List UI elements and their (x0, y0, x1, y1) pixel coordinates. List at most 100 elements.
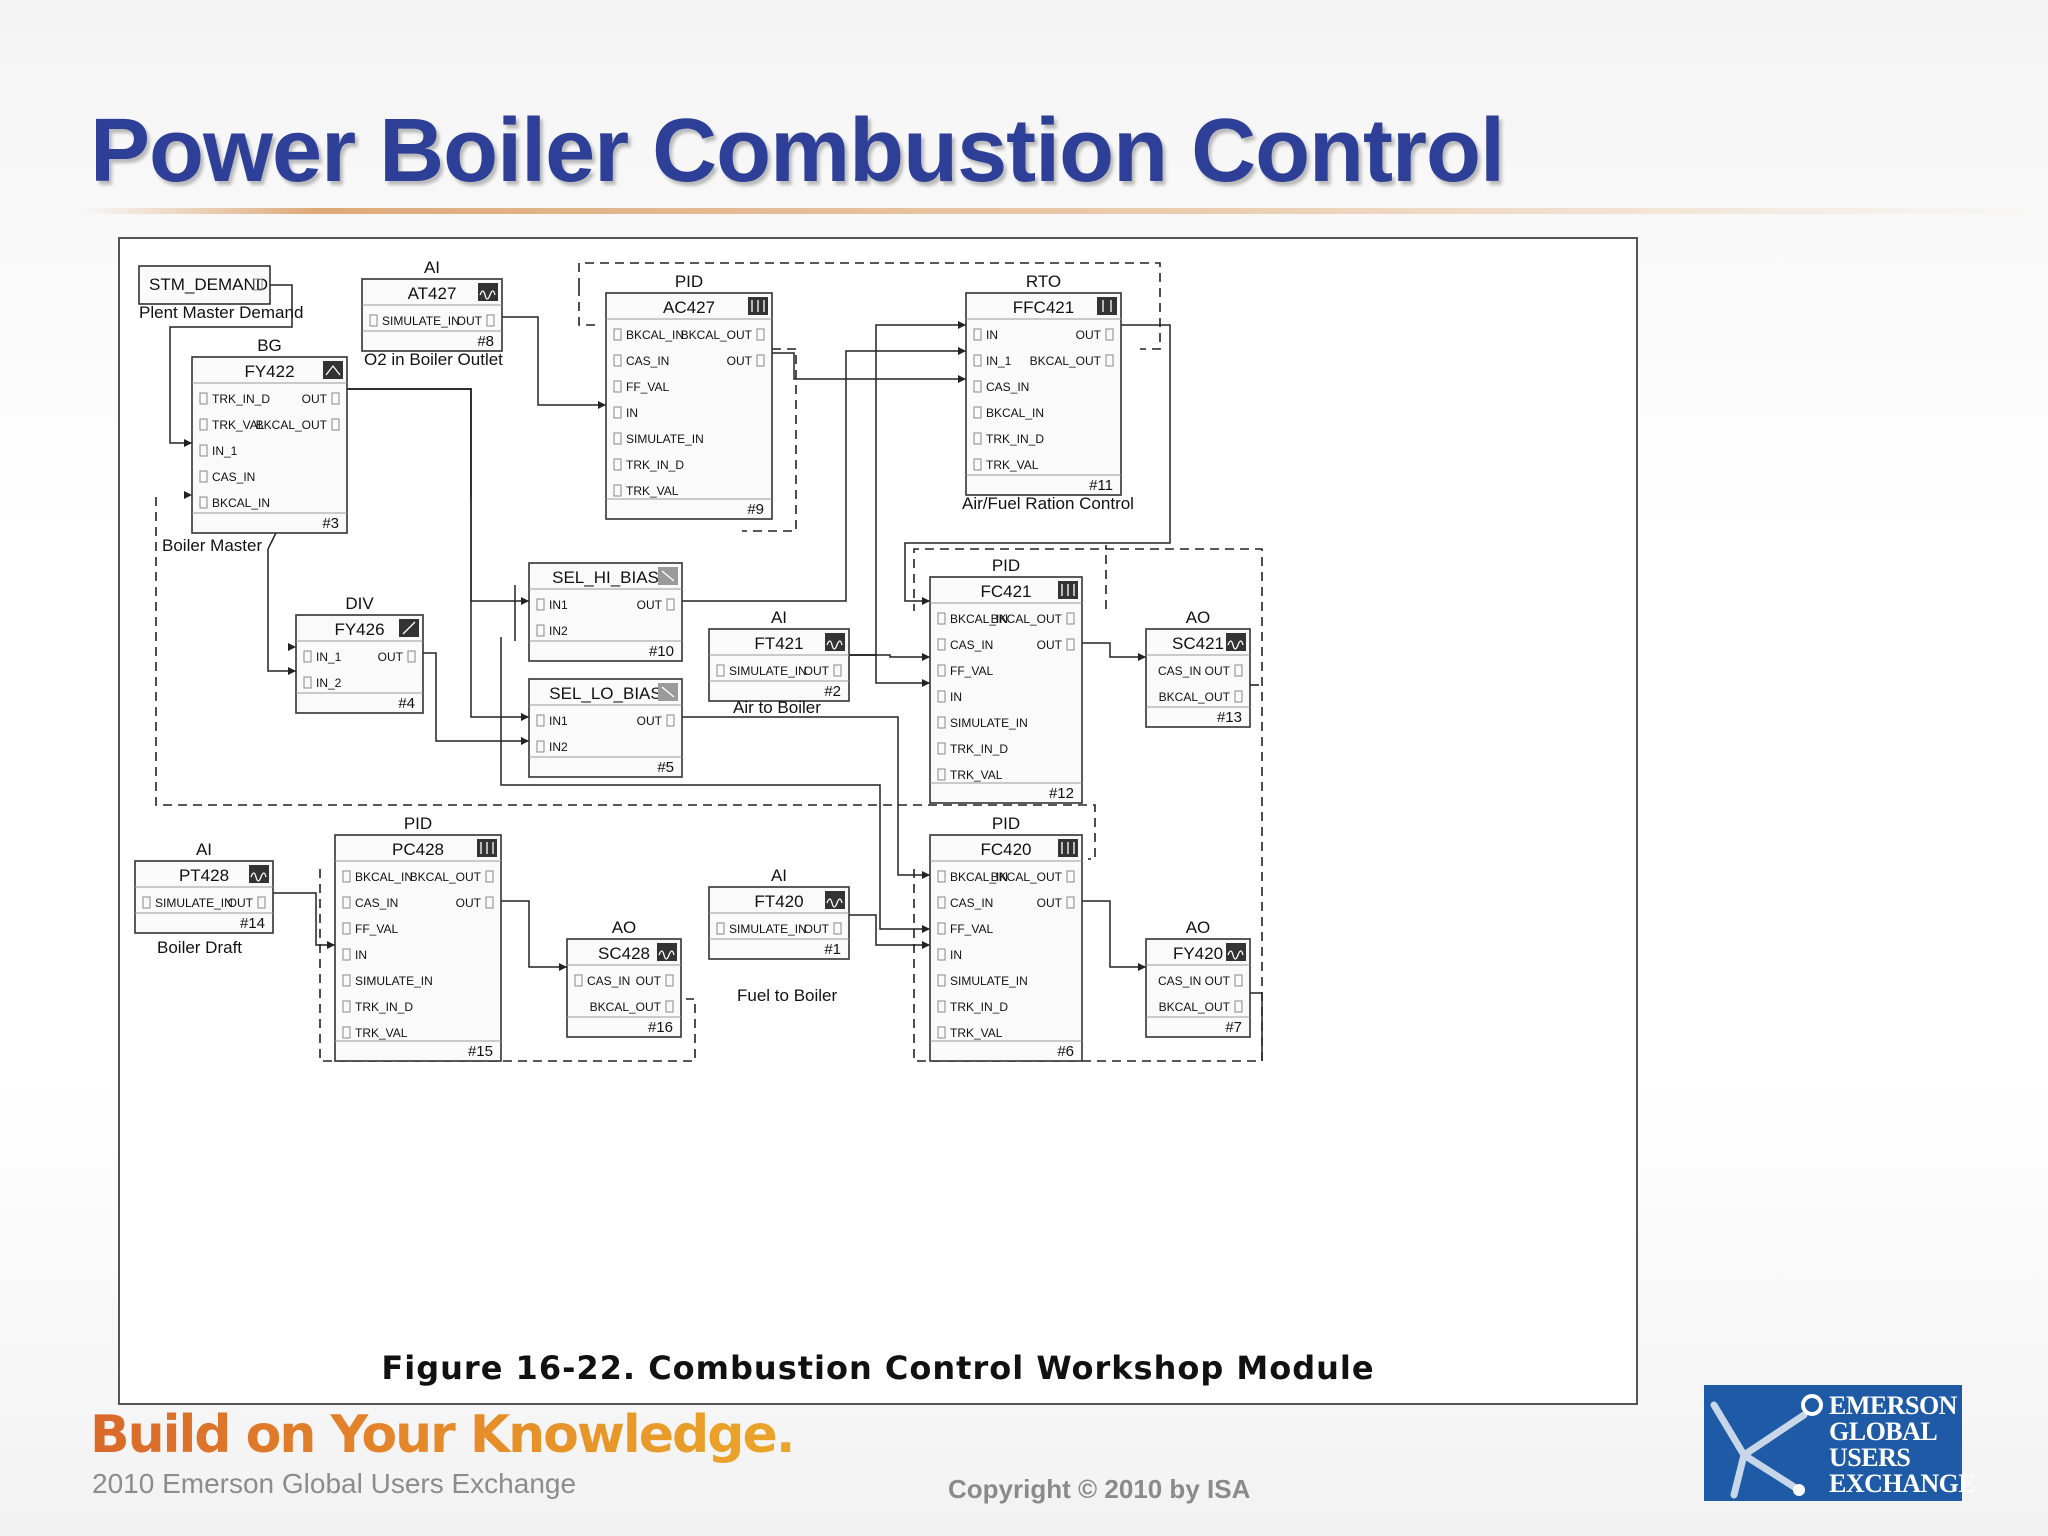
block-pin: IN_1 (212, 444, 238, 458)
event-subtitle: 2010 Emerson Global Users Exchange (92, 1468, 577, 1499)
block-caption: Boiler Draft (157, 938, 242, 957)
block-caption: Air to Boiler (733, 698, 821, 717)
block-pin: SIMULATE_IN (950, 974, 1028, 988)
block-pin: OUT (804, 922, 830, 936)
block-number: #10 (649, 643, 674, 660)
block-pin: BKCAL_OUT (1159, 1000, 1231, 1014)
block-pin: BKCAL_OUT (681, 328, 753, 342)
block-name: SEL_LO_BIAS (549, 684, 661, 703)
block-pin: CAS_IN OUT (1158, 664, 1231, 678)
wave-icon (825, 891, 845, 909)
block-name: FT420 (754, 892, 803, 911)
logo-text-users: USERS (1829, 1443, 1911, 1472)
block-pin: OUT (378, 650, 404, 664)
wave-icon (1226, 943, 1246, 961)
function-block-diagram: STM_DEMAND Plent Master Demand AIAT427SIMU… (134, 258, 1263, 1062)
block-pin: TRK_VAL (212, 418, 265, 432)
rto-icon (1097, 297, 1117, 315)
block-pin: OUT (1037, 896, 1063, 910)
block-pin: TRK_VAL (950, 768, 1003, 782)
block-name: STM_DEMAND (149, 275, 268, 294)
sel-icon (658, 683, 678, 701)
block-number: #7 (1225, 1019, 1242, 1036)
block-number: #3 (322, 515, 339, 532)
copyright-notice: Copyright © 2010 by ISA (948, 1474, 1251, 1504)
dashed-feedback-links (155, 262, 1263, 1062)
block-pin: BKCAL_OUT (991, 870, 1063, 884)
block-number: #6 (1057, 1043, 1074, 1060)
block-pin: SIMULATE_IN (155, 896, 233, 910)
block-number: #15 (468, 1043, 493, 1060)
wave-icon (825, 633, 845, 651)
function-block-stm[interactable]: STM_DEMAND Plent Master Demand (138, 265, 303, 322)
block-pin: OUT (302, 392, 328, 406)
block-pin: IN2 (549, 740, 568, 754)
block-pin: FF_VAL (626, 380, 669, 394)
bg-icon (323, 361, 343, 379)
block-name: FT421 (754, 634, 803, 653)
block-pin: CAS_IN OUT (1158, 974, 1231, 988)
block-type-label: AI (771, 608, 787, 627)
block-type-label: PID (992, 556, 1020, 575)
block-pin: FF_VAL (950, 922, 993, 936)
block-pin: IN1 (549, 598, 568, 612)
block-pin: BKCAL_OUT (410, 870, 482, 884)
block-name: AC427 (663, 298, 715, 317)
block-name: FY422 (244, 362, 294, 381)
block-pin: IN (950, 690, 962, 704)
block-pin: OUT (637, 598, 663, 612)
title-divider (80, 208, 2040, 214)
block-name: PT428 (179, 866, 229, 885)
block-caption: Plent Master Demand (139, 303, 303, 322)
block-caption: Boiler Master (162, 536, 262, 555)
block-pin: CAS_IN (986, 380, 1029, 394)
block-pin: IN (626, 406, 638, 420)
block-pin: TRK_IN_D (355, 1000, 413, 1014)
block-name: FFC421 (1013, 298, 1074, 317)
block-pin: CAS_IN (212, 470, 255, 484)
block-pin: CAS_IN (950, 896, 993, 910)
block-name: PC428 (392, 840, 444, 859)
block-number: #14 (240, 915, 265, 932)
block-pin: BKCAL_IN (355, 870, 413, 884)
block-pin: TRK_IN_D (950, 1000, 1008, 1014)
block-caption: Fuel to Boiler (737, 986, 837, 1005)
block-number: #4 (398, 695, 415, 712)
block-pin: BKCAL_IN (986, 406, 1044, 420)
pid-icon (477, 839, 497, 857)
block-pin: BKCAL_OUT (590, 1000, 662, 1014)
block-pin: TRK_VAL (355, 1026, 408, 1040)
block-pin: BKCAL_IN (212, 496, 270, 510)
block-pin: IN (986, 328, 998, 342)
block-type-label: AI (771, 866, 787, 885)
block-pin: SIMULATE_IN (355, 974, 433, 988)
block-type-label: PID (404, 814, 432, 833)
block-type-label: PID (675, 272, 703, 291)
block-pin: TRK_VAL (950, 1026, 1003, 1040)
block-pin: BKCAL_IN (626, 328, 684, 342)
block-pin: TRK_IN_D (950, 742, 1008, 756)
block-pin: BKCAL_OUT (256, 418, 328, 432)
block-number: #2 (824, 683, 841, 700)
block-pin: CAS_IN (355, 896, 398, 910)
block-pin: CAS_IN (950, 638, 993, 652)
block-pin: TRK_IN_D (212, 392, 270, 406)
slide-title: Power Boiler Combustion Control (90, 101, 1505, 201)
